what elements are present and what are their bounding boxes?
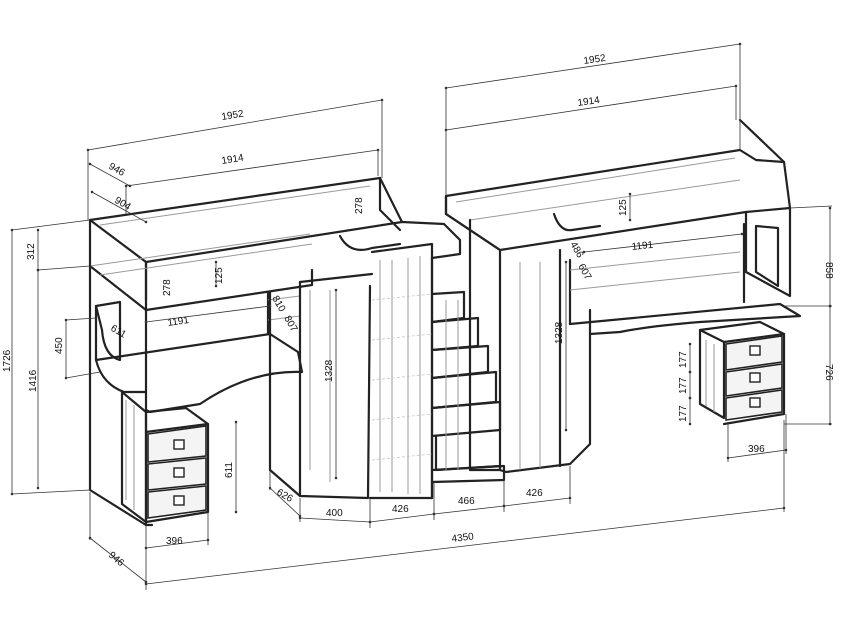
dim-base-step-a: 426 — [392, 504, 409, 515]
dim-right-drawer-3: 177 — [678, 405, 689, 422]
dim-right-drawer-1: 177 — [678, 351, 689, 368]
dim-base-step-c: 426 — [526, 488, 543, 499]
dim-left-depth-inner: 904 — [113, 195, 133, 213]
dim-right-drawer-width: 396 — [748, 444, 765, 455]
dim-right-shelf-b: 607 — [575, 262, 593, 282]
dim-base-wardrobe-front: 400 — [326, 508, 343, 519]
dim-left-mattress-length: 1914 — [221, 153, 245, 167]
dim-right-side-height: 858 — [823, 262, 834, 279]
dim-left-total-height: 1726 — [2, 349, 13, 372]
left-bed-unit — [88, 176, 404, 527]
dim-left-desk-width: 1191 — [167, 315, 190, 329]
drawer-handle-icon — [749, 345, 761, 356]
dim-left-column-height: 1328 — [324, 359, 335, 382]
dim-right-desk-width: 1191 — [631, 240, 654, 253]
middle-stair-unit — [368, 220, 506, 500]
dim-left-bed-height: 1416 — [28, 369, 39, 392]
left-drawer-unit — [120, 390, 210, 524]
dim-right-shelf-a: 486 — [567, 240, 585, 260]
drawer-handle-icon — [173, 467, 185, 478]
dim-right-desk-height: 726 — [823, 364, 834, 381]
dim-left-shelf-a: 810 — [269, 294, 287, 314]
drawer-handle-icon — [749, 372, 761, 383]
dim-left-desk-depth: 611 — [109, 323, 129, 341]
drawer-handle-icon — [173, 495, 185, 506]
dim-left-total-length: 1952 — [221, 109, 245, 123]
dim-right-mattress-length: 1914 — [577, 95, 601, 109]
dimension-lines — [10, 42, 833, 590]
drawer-handle-icon — [749, 397, 761, 408]
dim-left-guard-gap: 125 — [214, 267, 225, 284]
dim-right-guard-gap: 125 — [618, 199, 629, 216]
dim-right-total-length: 1952 — [583, 53, 607, 67]
dim-left-desk-height: 450 — [54, 337, 65, 354]
dim-left-drawer-height: 611 — [224, 462, 235, 478]
dim-left-depth-outer: 946 — [107, 161, 127, 179]
dim-right-column-height: 1328 — [554, 321, 565, 344]
dim-right-drawer-2: 177 — [678, 377, 689, 394]
dim-left-drawer-width: 396 — [166, 536, 183, 547]
right-bed-unit — [444, 118, 802, 474]
dim-left-shelf-b: 807 — [281, 314, 299, 334]
dim-left-upper-rail: 278 — [354, 197, 365, 214]
dim-left-rail-side: 278 — [162, 279, 173, 296]
drawer-handle-icon — [173, 439, 185, 450]
dim-base-step-b: 466 — [458, 496, 475, 507]
right-drawer-unit — [698, 320, 786, 426]
dimension-labels: 1952 1914 946 904 278 278 125 1191 450 6… — [2, 53, 834, 569]
dim-total-length: 4350 — [451, 531, 475, 545]
dim-left-headroom: 312 — [26, 243, 37, 260]
